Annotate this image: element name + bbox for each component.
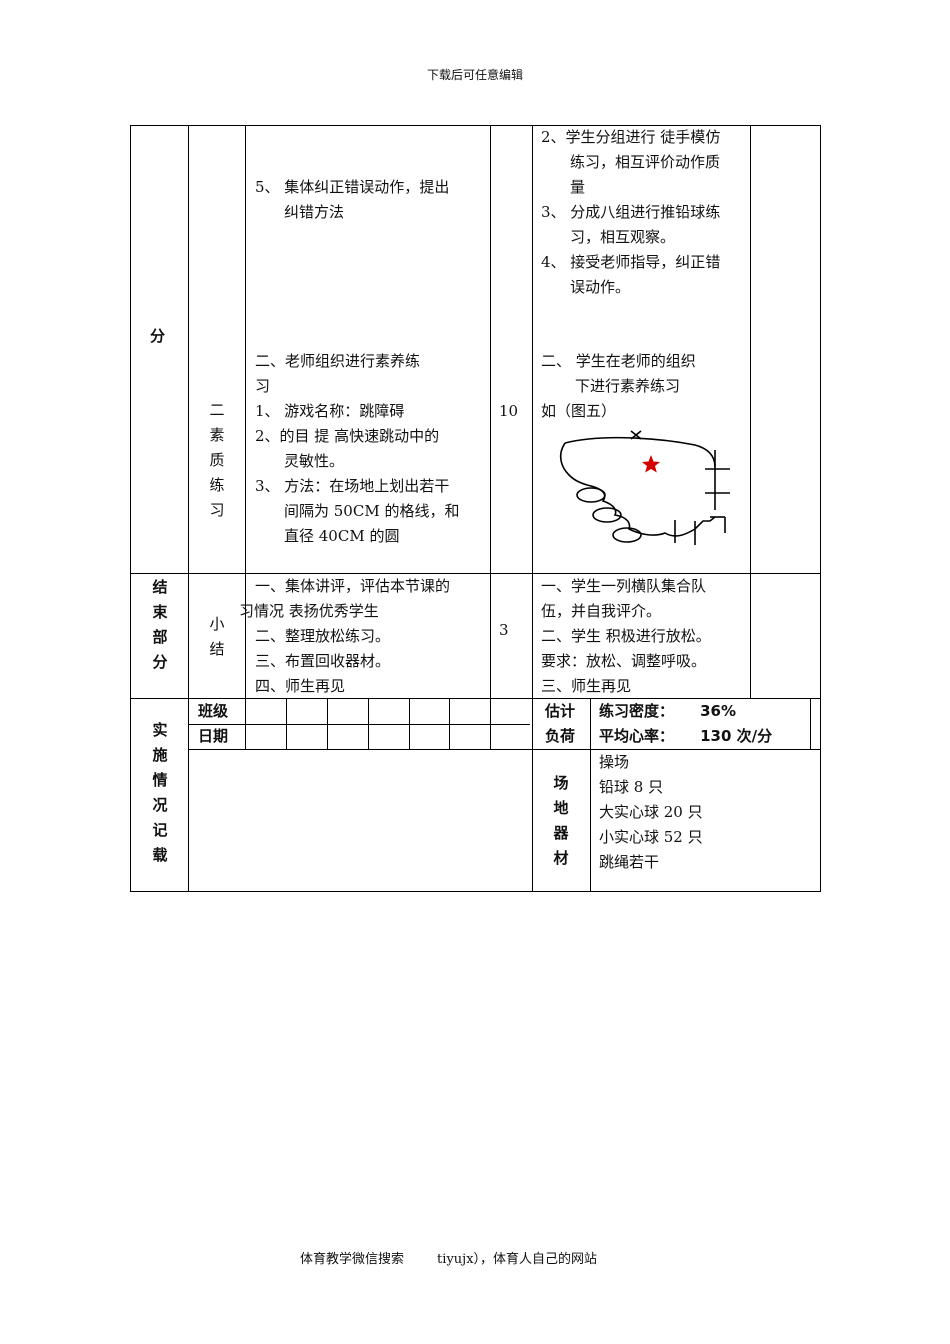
student-practice-text: 2、学生分组进行 徒手模仿 练习，相互评价动作质 量 3、 分成八组进行推铅球练…: [541, 128, 721, 296]
end-part-label: 结 束 部 分: [152, 578, 168, 671]
student-fitness-text: 二、 学生在老师的组织 下进行素养练习 如（图五）: [541, 352, 696, 420]
venue-equipment-list: 操场 铅球 8 只 大实心球 20 只 小实心球 52 只 跳绳若干: [599, 753, 703, 871]
teacher-correction-text: 5、 集体纠正错误动作，提出 纠错方法: [255, 178, 450, 221]
load-label: 估计 负荷: [545, 702, 576, 745]
part-label: 分: [150, 327, 166, 345]
page-header: 下载后可任意编辑: [426, 68, 523, 82]
date-label: 日期: [198, 727, 229, 745]
teacher-fitness-text: 二、老师组织进行素养练 习 1、 游戏名称：跳障碍 2、的目 提 高快速跳动中的…: [255, 352, 460, 545]
venue-equipment-label: 场 地 器 材: [553, 774, 569, 867]
summary-label: 小 结: [209, 615, 225, 658]
page-footer: 体育教学微信搜索 tiyujx），体育人自己的网站: [300, 1252, 598, 1267]
teacher-summary-text: 一、集体讲评，评估本节课的 习情况 表扬优秀学生 二、整理放松练习。 三、布置回…: [239, 577, 451, 695]
star-icon: [642, 455, 660, 473]
class-label: 班级: [198, 702, 229, 720]
section-name: 二 素 质 练 习: [209, 401, 225, 519]
practice-density: 练习密度： 36%: [599, 702, 737, 720]
average-heart-rate: 平均心率： 130 次/分: [599, 727, 773, 745]
end-time-minutes: 3: [499, 621, 509, 639]
time-minutes: 10: [499, 402, 519, 420]
figure-five-diagram: [559, 430, 730, 545]
student-summary-text: 一、学生一列横队集合队 伍，并自我评介。 二、学生 积极进行放松。 要求：放松、…: [541, 577, 711, 695]
record-label: 实 施 情 况 记 载: [152, 721, 168, 864]
